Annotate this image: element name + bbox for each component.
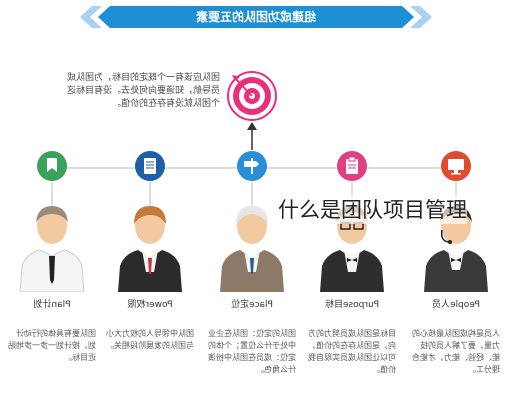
clipboard-icon (337, 151, 367, 181)
text-power: 团队中领导人的权力大小与团队的发展阶段相关。 (106, 329, 194, 350)
label-purpose: Purpose目标 (324, 300, 380, 310)
label-power: Power权限 (127, 300, 173, 310)
person-figure-place (220, 206, 284, 292)
up-arrow-head (247, 122, 257, 130)
signpost-icon (237, 151, 267, 181)
person-figure-power (118, 206, 182, 292)
label-people: People人员 (432, 300, 480, 310)
label-place: Place定位 (231, 300, 273, 310)
label-plan: Plan计划 (33, 300, 71, 310)
tablet-icon (135, 151, 165, 181)
monitor-icon (441, 151, 471, 181)
text-purpose: 目标是团队成员努力的方向，是团队存在的价值，可以让团队成员实现自我价值。 (308, 329, 396, 374)
target-icon (227, 71, 277, 121)
text-place: 团队的定位：团队在企业中处于什么位置；个体的定位：成员在团队中扮演什么角色。 (208, 329, 296, 374)
title-banner (80, 6, 432, 28)
text-plan: 团队要有具体的行动计划，按计划一步一步地贴近目标。 (8, 329, 96, 362)
overlay-caption: 什么是团队项目管理 (278, 194, 467, 224)
text-people: 人员是构成团队最核心的力量，要了解人员的技能、经验、能力，才能合理分工。 (412, 329, 500, 374)
person-figure-plan (19, 206, 85, 292)
flag-icon (37, 151, 67, 181)
